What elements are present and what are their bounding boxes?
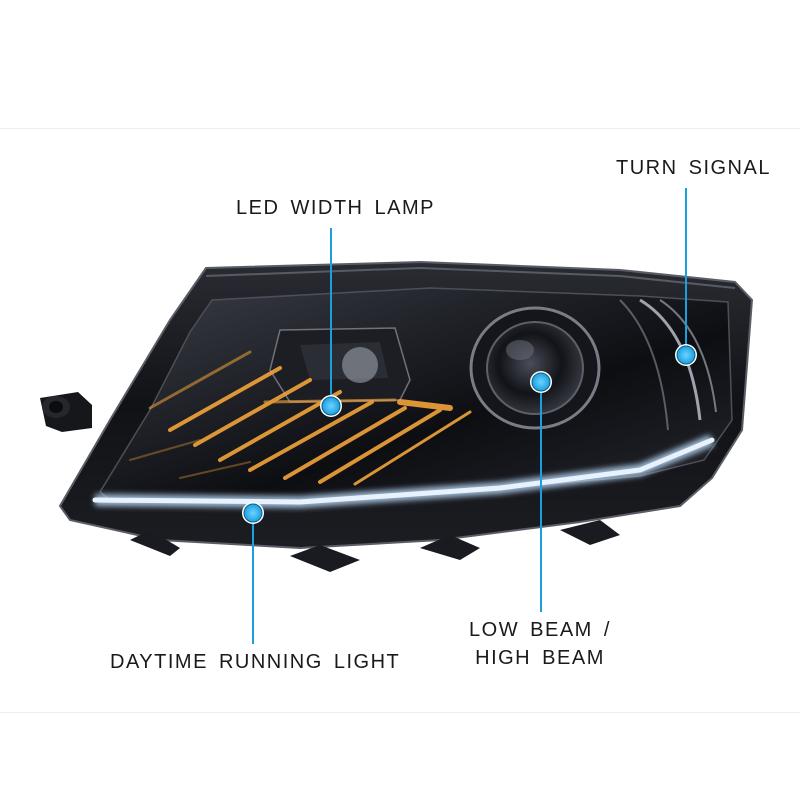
high-beam-label: HIGH BEAM bbox=[475, 647, 605, 669]
amber-strips bbox=[129, 350, 472, 486]
mounting-bracket bbox=[40, 392, 92, 432]
projector-lens bbox=[469, 306, 601, 430]
top-divider bbox=[0, 128, 800, 129]
drl-light-bar bbox=[92, 434, 715, 509]
low-beam-label: LOW BEAM / bbox=[469, 619, 611, 641]
daytime-running-light-label: DAYTIME RUNNING LIGHT bbox=[110, 651, 401, 673]
bottom-divider bbox=[0, 712, 800, 713]
turn-signal-module bbox=[619, 298, 717, 431]
turn-signal-label: TURN SIGNAL bbox=[616, 157, 771, 179]
callout-leaders bbox=[252, 188, 687, 644]
lower-fins bbox=[130, 520, 620, 572]
led-width-lamp-label: LED WIDTH LAMP bbox=[236, 197, 436, 219]
callout-markers bbox=[242, 344, 697, 524]
